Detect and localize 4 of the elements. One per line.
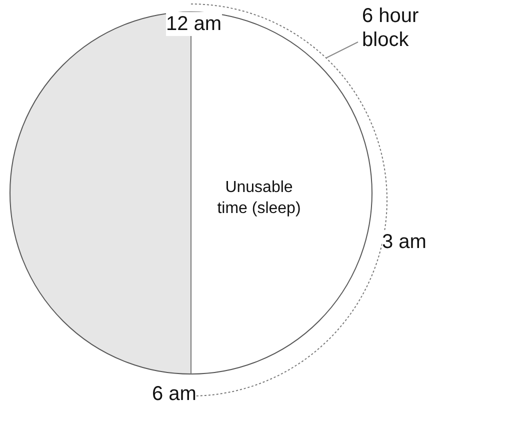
time-label: 12 am: [166, 12, 222, 36]
leader-line: [326, 42, 358, 58]
segment-label: Unusable time (sleep): [216, 178, 302, 219]
callout-text: 6 hour block: [362, 4, 442, 52]
